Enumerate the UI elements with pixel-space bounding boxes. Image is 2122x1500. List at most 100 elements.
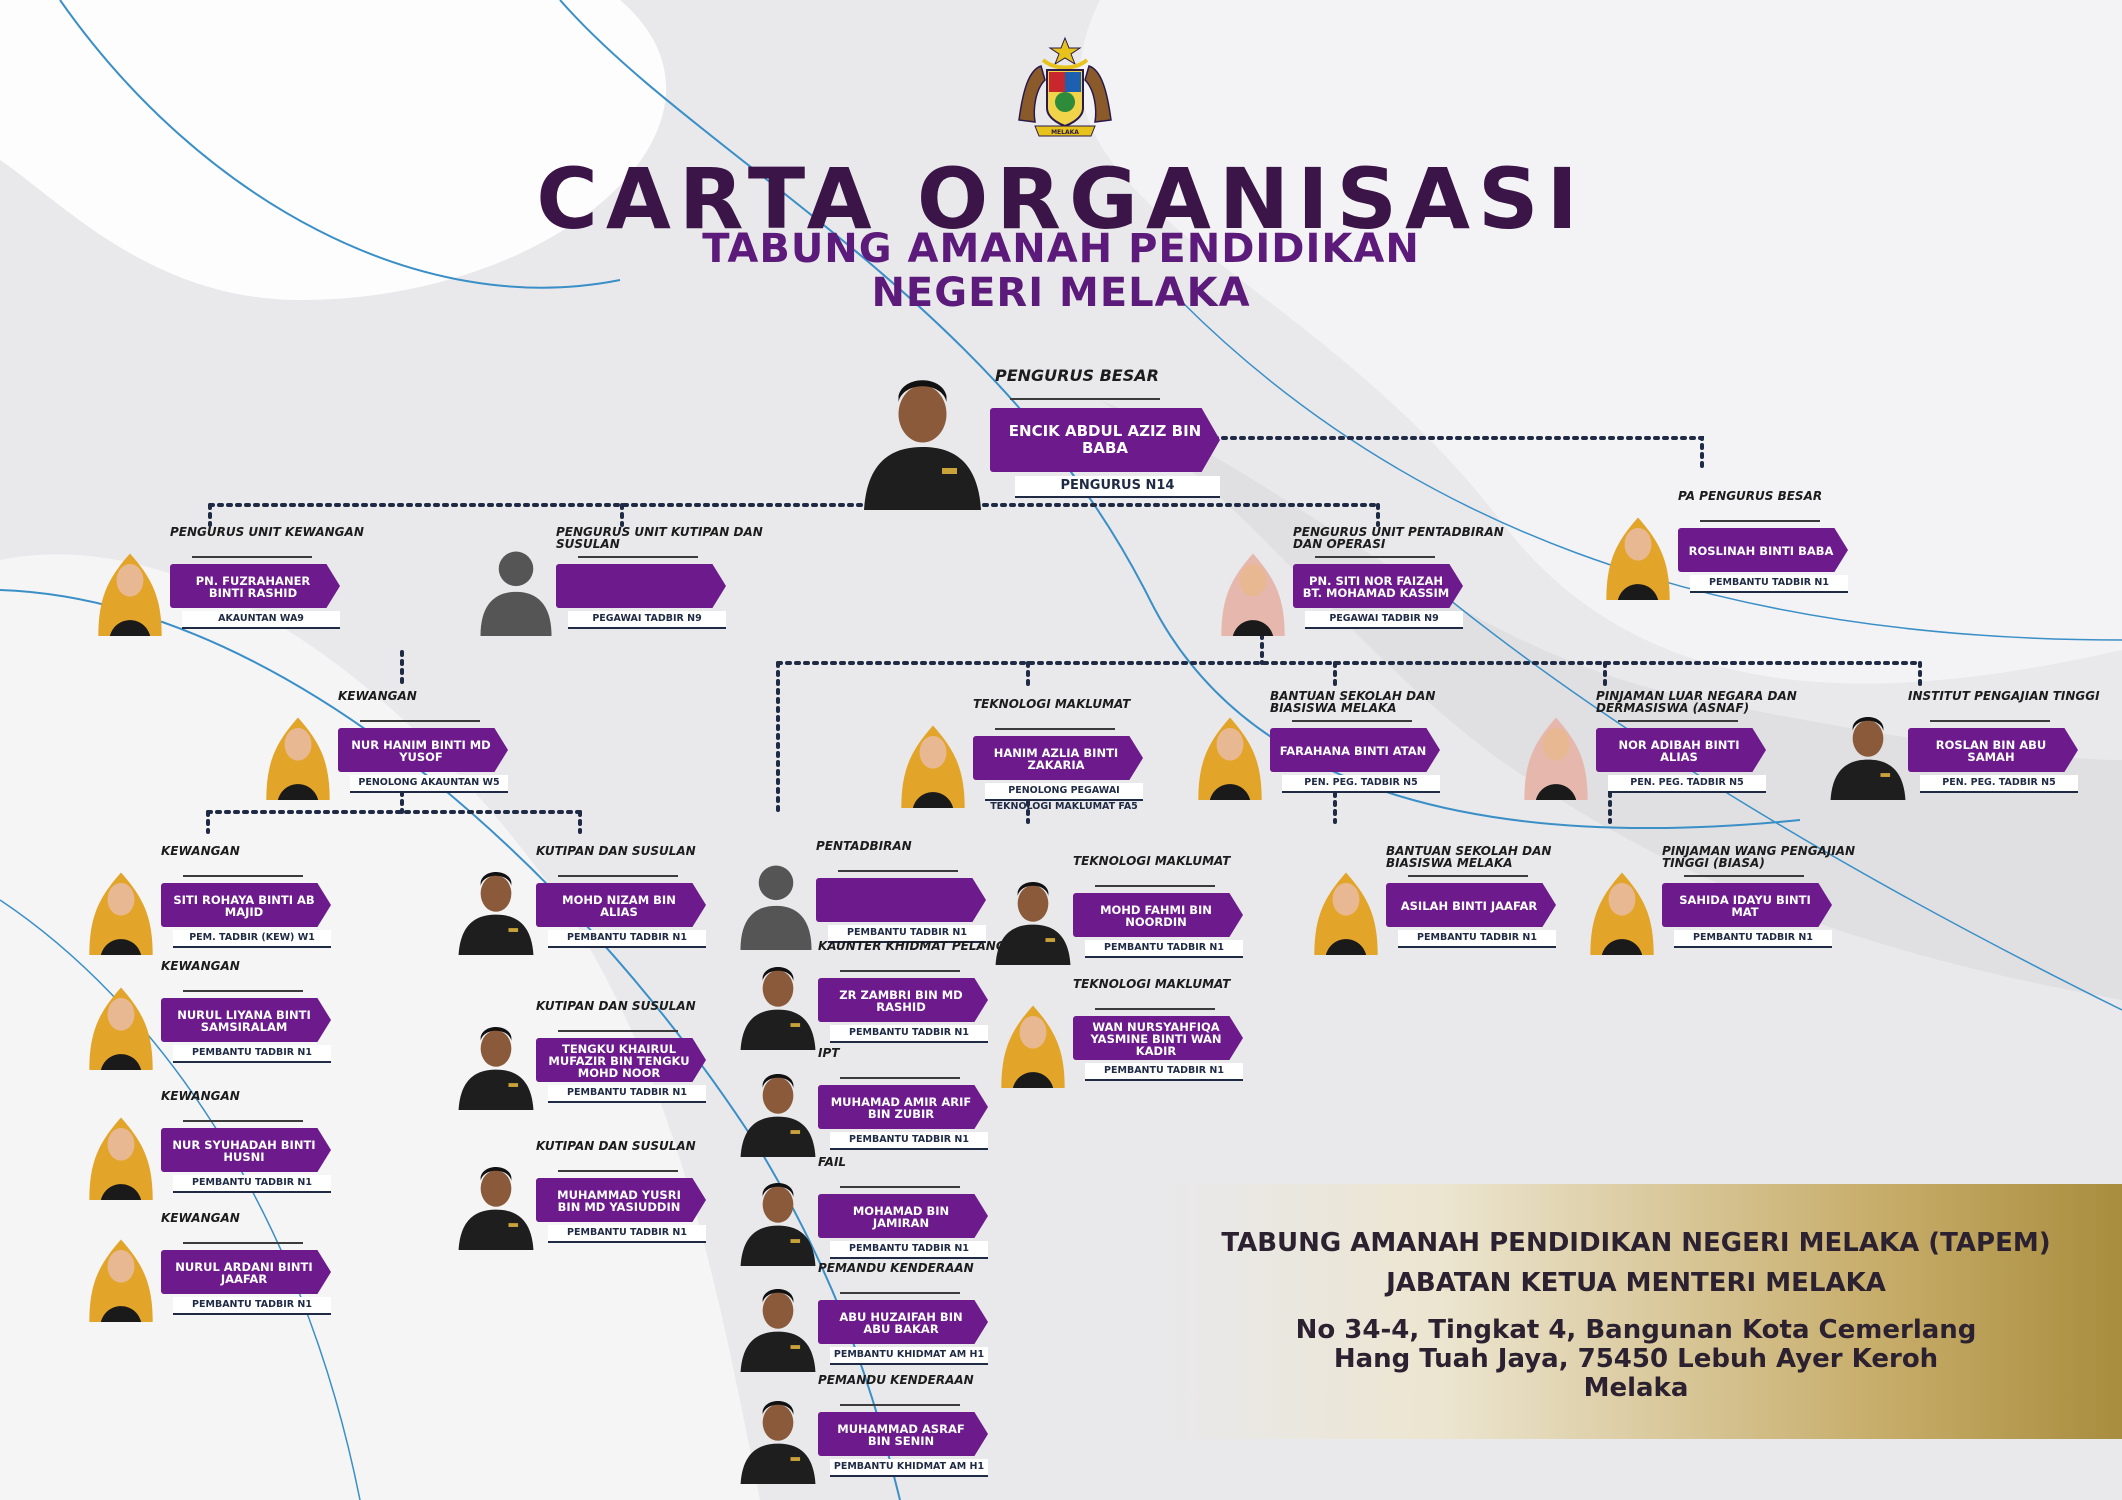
node-grade: PEMBANTU TADBIR N1: [830, 1132, 988, 1150]
node-grade: PEM. TADBIR (KEW) W1: [173, 930, 331, 948]
node-name: FARAHANA BINTI ATAN: [1279, 744, 1427, 758]
node-name-bar: [1293, 564, 1463, 608]
node-role-underline: [558, 1170, 678, 1172]
footer-address-line1: No 34-4, Tingkat 4, Bangunan Kota Cemerl…: [1295, 1315, 1977, 1345]
org-node-pln-1: PINJAMAN WANG PENGAJIAN TINGGI (BIASA)SA…: [1574, 845, 1874, 957]
node-name-bar: [1386, 883, 1556, 927]
node-role: KEWANGAN: [161, 844, 240, 858]
node-role-underline: [192, 556, 312, 558]
node-role: KEWANGAN: [161, 1211, 240, 1225]
node-grade: PEMBANTU TADBIR N1: [830, 1025, 988, 1043]
person-photo-icon: [1001, 1005, 1065, 1088]
node-role-underline: [1095, 885, 1215, 887]
node-name-bar: [161, 1128, 331, 1172]
node-name-bar: [536, 883, 706, 927]
node-name-bar: [536, 1038, 706, 1082]
node-grade: PEGAWAI TADBIR N9: [1305, 611, 1463, 629]
node-name: [564, 568, 714, 606]
person-photo-icon: [458, 1026, 534, 1110]
node-role-underline: [840, 1186, 960, 1188]
node-role: IPT: [818, 1046, 840, 1060]
person-photo-icon: [740, 1288, 816, 1372]
page-title: CARTA ORGANISASI: [536, 150, 1586, 248]
node-name-bar: [1908, 728, 2078, 772]
node-role: PEMANDU KENDERAAN: [818, 1373, 974, 1387]
node-name: MUHAMMAD YUSRI BIN MD YASIUDDIN: [557, 1188, 681, 1214]
person-photo-icon: [89, 987, 153, 1070]
node-name: TENGKU KHAIRUL MUFAZIR BIN TENGKU MOHD N…: [548, 1042, 690, 1080]
node-name-bar: [1596, 728, 1766, 772]
node-name-bar: [1073, 893, 1243, 937]
node-name: ZR ZAMBRI BIN MD RASHID: [839, 988, 963, 1014]
node-grade: PEN. PEG. TADBIR N5: [1282, 775, 1440, 793]
page-subtitle-line2: NEGERI MELAKA: [871, 270, 1251, 316]
footer-department: JABATAN KETUA MENTERI MELAKA: [1386, 1268, 1886, 1298]
node-role-underline: [840, 1404, 960, 1406]
person-photo-icon: [1590, 872, 1654, 955]
node-role: PEMANDU KENDERAAN: [818, 1261, 974, 1275]
node-grade: PEMBANTU TADBIR N1: [173, 1045, 331, 1063]
node-grade: AKAUNTAN WA9: [182, 611, 340, 629]
melaka-crest-icon: MELAKA: [1018, 36, 1112, 137]
node-name-bar: [338, 728, 508, 772]
node-role: PA PENGURUS BESAR: [1678, 489, 1823, 503]
node-role-underline: [183, 990, 303, 992]
node-role: KEWANGAN: [161, 959, 240, 973]
node-name-bar: [818, 1194, 988, 1238]
footer-address-line2: Hang Tuah Jaya, 75450 Lebuh Ayer Keroh: [1333, 1344, 1939, 1374]
node-role-underline: [183, 875, 303, 877]
node-name: NOR ADIBAH BINTI ALIAS: [1618, 738, 1740, 764]
node-role: KUTIPAN DAN SUSULAN: [536, 999, 696, 1013]
node-name: ENCIK ABDUL AZIZ BIN BABA: [1008, 422, 1202, 457]
person-photo-icon: [740, 1400, 816, 1484]
person-photo-icon: [458, 871, 534, 955]
node-role-underline: [838, 870, 958, 872]
node-name: ABU HUZAIFAH BIN ABU BAKAR: [839, 1310, 963, 1336]
node-role-underline: [1408, 875, 1528, 877]
node-role-underline: [1930, 720, 2050, 722]
node-role-underline: [1700, 520, 1820, 522]
node-name-bar: [161, 1250, 331, 1294]
node-role: PENTADBIRAN: [816, 839, 912, 853]
node-role: FAIL: [818, 1155, 847, 1169]
node-role-underline: [360, 720, 480, 722]
node-grade: PEMBANTU TADBIR N1: [830, 1241, 988, 1259]
node-name: NUR SYUHADAH BINTI HUSNI: [172, 1138, 316, 1164]
node-role-underline: [1315, 556, 1435, 558]
node-name: MOHD NIZAM BIN ALIAS: [562, 893, 676, 919]
person-photo-icon: [740, 1073, 816, 1157]
node-role: KEWANGAN: [338, 689, 417, 703]
node-grade: PENOLONG AKAUNTAN W5: [350, 775, 508, 793]
node-name: SAHIDA IDAYU BINTI MAT: [1679, 893, 1811, 919]
node-role: KEWANGAN: [161, 1089, 240, 1103]
node-role-underline: [558, 875, 678, 877]
org-node-admin-4: PEMANDU KENDERAAN ABU HUZAIFAH BIN ABU BA…: [730, 1262, 1030, 1374]
node-name: PN. FUZRAHANER BINTI RASHID: [195, 574, 311, 600]
person-photo-icon: [740, 966, 816, 1050]
node-name-bar: [161, 998, 331, 1042]
node-role: KUTIPAN DAN SUSULAN: [536, 844, 696, 858]
node-name: SITI ROHAYA BINTI AB MAJID: [173, 893, 315, 919]
node-name: NURUL ARDANI BINTI JAAFAR: [175, 1260, 313, 1286]
node-name: MUHAMMAD ASRAF BIN SENIN: [837, 1422, 965, 1448]
node-role: PINJAMAN LUAR NEGARA DAN DERMASISWA (ASN…: [1596, 689, 1797, 715]
node-name: HANIM AZLIA BINTI ZAKARIA: [993, 746, 1119, 772]
person-photo-icon: [89, 1239, 153, 1322]
org-node-admin-5: PEMANDU KENDERAAN MUHAMMAD ASRAF BIN SENI…: [730, 1374, 1030, 1486]
node-name-bar: [1678, 528, 1848, 572]
node-name: MOHD FAHMI BIN NOORDIN: [1100, 903, 1212, 929]
vacant-person-icon: [740, 865, 812, 950]
node-name-bar: [973, 736, 1143, 780]
node-grade: PEMBANTU TADBIR N1: [1085, 1063, 1243, 1081]
person-photo-icon: [1606, 517, 1670, 600]
person-photo-icon: [1221, 553, 1285, 636]
